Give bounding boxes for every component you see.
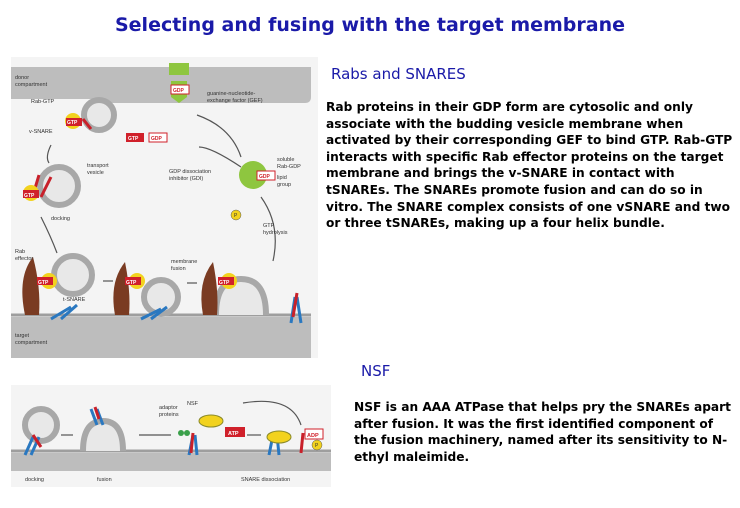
rab-snare-diagram: donor compartment Rab-GTP v-SNARE transp… [11, 57, 318, 358]
target-label-2: compartment [15, 340, 48, 346]
v-snare-bud [81, 118, 93, 130]
gdi-label-2: inhibitor (GDI) [169, 176, 203, 182]
adp-text: ADP [307, 433, 319, 439]
lipid-label-2: group [277, 182, 291, 188]
gef-label-2: exchange factor (GEF) [207, 98, 263, 104]
v-snare-released [291, 292, 299, 318]
rab-effector-2 [113, 262, 130, 315]
adaptor-protein-2 [184, 430, 190, 436]
gtp-text-1: GTP [67, 120, 78, 126]
gdp-text-3: GDP [259, 174, 271, 180]
arrow-gdi-release [198, 146, 242, 168]
gtp-tag-1 [66, 118, 82, 126]
donor-membrane [11, 67, 311, 103]
t-snare-1 [50, 303, 78, 321]
section2-text: NSF is an AAA ATPase that helps pry the … [354, 400, 731, 464]
v-snare-label: v-SNARE [29, 129, 53, 135]
lipid-label-1: lipid [277, 175, 287, 181]
budding-vesicle [81, 97, 117, 133]
arrow-gef-cycle [196, 114, 242, 158]
section2-heading: NSF [361, 362, 391, 380]
phosphate-text: P [234, 213, 238, 219]
soluble-label-2: Rab-GDP [277, 164, 301, 170]
arrow-bud-to-vesicle [46, 144, 52, 164]
gdp-box-gdi [256, 170, 276, 181]
rab-effector-3 [201, 262, 218, 315]
rab-gtp-label: Rab-GTP [31, 99, 55, 105]
nsf-v-snare-1 [31, 434, 43, 448]
transport-label-2: vesicle [87, 170, 104, 176]
adaptor-label-2: proteins [159, 412, 179, 418]
gtp-tag-2 [23, 190, 39, 198]
nsf-v-snare-2 [93, 406, 101, 420]
nsf-fusion-label: fusion [97, 477, 112, 483]
page-title: Selecting and fusing with the target mem… [114, 14, 626, 36]
nsf-docking-vesicle [22, 406, 60, 444]
gtp-text-6: GTP [128, 136, 139, 142]
nsf-v-snare-4 [299, 432, 305, 454]
section1-heading: Rabs and SNARES [331, 65, 466, 83]
gef-label-1: guanine-nucleotide- [207, 91, 255, 97]
adp-box [304, 428, 324, 440]
fusing-vesicle [141, 277, 181, 317]
section1-text: Rab proteins in their GDP form are cytos… [326, 100, 733, 231]
nsf-v-snare-3 [189, 432, 195, 454]
target-label-1: target [15, 333, 30, 339]
nsf-diagram-svg: adaptor proteins NSF docking fusion SNAR… [11, 400, 331, 483]
gtp-text-5: GTP [219, 280, 230, 286]
nsf-complex-bound [266, 430, 292, 444]
snare-dissociation-label: SNARE dissociation [241, 477, 290, 483]
docking-label: docking [51, 216, 70, 222]
gtp-tag-4 [125, 277, 141, 285]
nsf-target-membrane [11, 453, 331, 471]
nsf-arrow-recycle [242, 400, 302, 426]
rab-effector-1 [22, 257, 40, 315]
rab-effector-label-1: Rab [15, 249, 25, 255]
gdi-label-1: GDP dissociation [169, 169, 211, 175]
t-snare-label: t-SNARE [63, 297, 86, 303]
donor-label-1: donor [15, 75, 29, 81]
nsf-complex [198, 414, 224, 428]
phosphate [230, 209, 242, 221]
gtp-text-2: GTP [24, 193, 35, 199]
gtp-hydrolysis-label-1: GTP [263, 223, 275, 229]
gdp-box-gef [170, 84, 190, 95]
gtp-tag-3 [37, 277, 53, 285]
soluble-label-1: soluble [277, 157, 294, 163]
gtp-hydrolysis-label-2: hydrolysis [263, 230, 288, 236]
transport-vesicle [37, 164, 81, 208]
transport-label-1: transport [87, 163, 109, 169]
gdp-text-1: GDP [151, 136, 163, 142]
membrane-fusion-label-2: fusion [171, 266, 186, 272]
gdp-box [148, 132, 168, 143]
arrow-gtp-hydrolysis [260, 196, 276, 262]
nsf-label: NSF [187, 401, 199, 407]
adaptor-protein-1 [178, 430, 184, 436]
gtp-tag-5 [218, 277, 234, 285]
gtp-box [126, 133, 144, 142]
nsf-fusion-vesicle [80, 417, 126, 452]
atp-text: ATP [228, 431, 239, 437]
gtp-text-3: GTP [38, 280, 49, 286]
gef-top [169, 63, 189, 75]
arrow-docking [40, 216, 58, 254]
gdp-text-2: GDP [173, 88, 185, 94]
rab-snare-diagram-svg: donor compartment Rab-GTP v-SNARE transp… [11, 63, 311, 358]
donor-label-2: compartment [15, 82, 48, 88]
nsf-docking-label: docking [25, 477, 44, 483]
nsf-diagram: adaptor proteins NSF docking fusion SNAR… [11, 385, 331, 487]
membrane-fusion-label-1: membrane [171, 259, 197, 265]
gdi [239, 161, 267, 189]
adaptor-label-1: adaptor [159, 405, 178, 411]
atp-box [225, 427, 245, 437]
rab-effector-label-2: effector [15, 256, 33, 262]
nsf-phosphate [311, 439, 323, 451]
nsf-phosphate-text: P [315, 443, 319, 449]
docked-vesicle [51, 253, 95, 297]
t-snare-2 [140, 305, 168, 321]
gtp-text-4: GTP [126, 280, 137, 286]
target-membrane [11, 317, 311, 358]
